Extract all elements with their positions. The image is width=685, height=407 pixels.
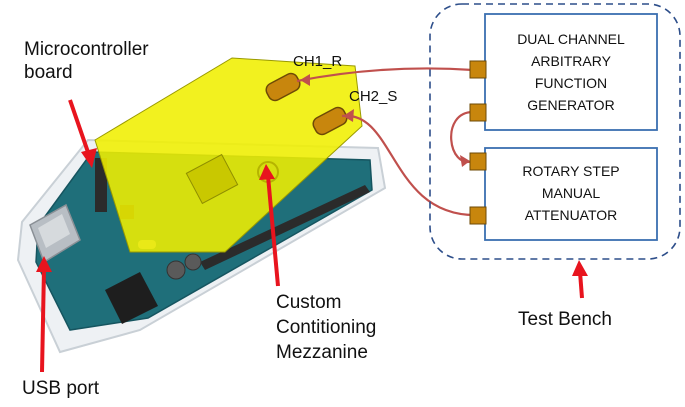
generator-line3: FUNCTION	[534, 75, 608, 91]
attenuator-box-text: ROTARY STEP MANUAL ATTENUATOR	[486, 160, 656, 226]
generator-output-2	[469, 103, 487, 122]
generator-box-text: DUAL CHANNEL ARBITRARY FUNCTION GENERATO…	[486, 28, 656, 116]
mezzanine-board	[94, 57, 363, 253]
ch2-connector	[312, 106, 348, 136]
test-bench-border	[429, 3, 681, 260]
generator-line4: GENERATOR	[527, 97, 615, 113]
cable-arrowhead	[300, 74, 310, 86]
header-pins	[95, 158, 107, 212]
usb-arrow	[36, 256, 52, 373]
attenuator-line1: ROTARY STEP	[522, 163, 620, 179]
mezzanine-label-line2: Contitioning	[276, 317, 377, 338]
microcontroller-arrow	[68, 99, 97, 168]
usb-port-inner	[38, 214, 70, 248]
capacitor	[184, 253, 202, 271]
attenuator-output	[469, 206, 487, 225]
ch1-label: CH1_R	[293, 53, 343, 70]
header-row	[200, 185, 370, 270]
cable-arrowhead	[460, 155, 470, 167]
mezzanine-label-line1: Custom	[276, 292, 342, 313]
generator-box	[484, 13, 658, 131]
microcontroller-label: Microcontroller board	[24, 38, 149, 84]
mezzanine-label-line3: Mezzanine	[276, 342, 368, 363]
mezzanine-label: Custom Contitioning Mezzanine	[276, 290, 376, 365]
attenuator-input	[469, 152, 487, 171]
mezzanine-arrow	[259, 164, 280, 287]
power-jack	[105, 272, 158, 324]
generator-line1: DUAL CHANNEL	[517, 31, 625, 47]
microcontroller-label-line2: board	[24, 62, 73, 83]
generator-line2: ARBITRARY	[531, 53, 611, 69]
cable-arrowhead	[343, 109, 354, 122]
ch2-label: CH2_S	[349, 88, 398, 105]
ch1-connector	[265, 72, 301, 102]
attenuator-box	[484, 147, 658, 241]
mezzanine-chip	[185, 153, 239, 205]
test-bench-label: Test Bench	[518, 309, 612, 330]
attenuator-line2: MANUAL	[541, 185, 601, 201]
attenuator-line3: ATTENUATOR	[524, 207, 618, 223]
capacitor	[166, 260, 186, 280]
microcontroller-label-line1: Microcontroller	[24, 39, 149, 60]
generator-output-1	[469, 60, 487, 79]
ch1-cable	[296, 67, 474, 83]
ch2-cable	[341, 114, 476, 217]
test-bench-arrow	[572, 260, 588, 299]
usb-port-label: USB port	[22, 378, 100, 399]
